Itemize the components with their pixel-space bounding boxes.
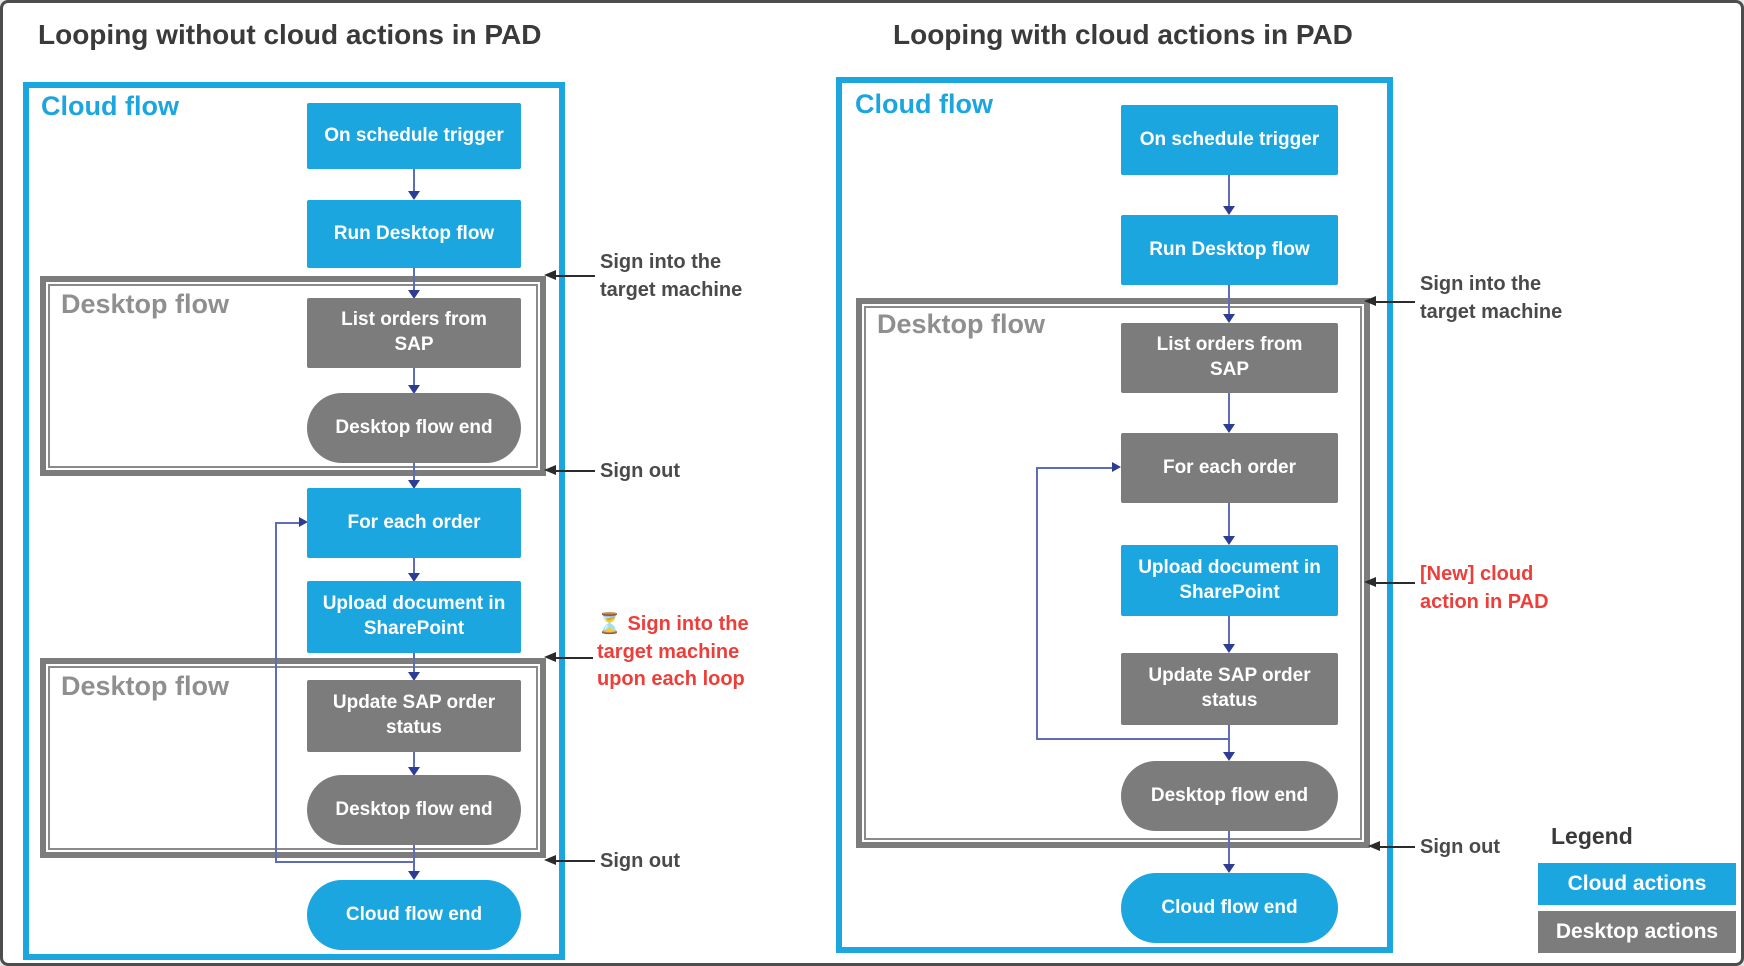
- annotation-arrow: [1375, 582, 1415, 584]
- left-cloud-flow-label: Cloud flow: [41, 91, 179, 121]
- right-desktop-flow-label: Desktop flow: [877, 309, 1046, 339]
- left-diagram-title: Looping without cloud actions in PAD: [38, 19, 542, 50]
- flow-connector: [413, 268, 415, 290]
- left-loop-line-vertical: [275, 522, 277, 863]
- annotation-arrowhead-icon: [1364, 296, 1376, 306]
- flow-arrowhead-icon: [408, 191, 420, 200]
- left-loop-arrowhead-icon: [299, 517, 308, 527]
- node-on-schedule-trigger: On schedule trigger: [1121, 105, 1338, 175]
- legend-item-desktop-actions: Desktop actions: [1538, 911, 1736, 953]
- node-update-sap-order-status: Update SAP order status: [1121, 653, 1338, 725]
- node-cloud-flow-end: Cloud flow end: [307, 880, 521, 950]
- left-cloud-flow-container: [23, 82, 565, 960]
- node-upload-document-sharepoint: Upload document in SharePoint: [1121, 545, 1338, 616]
- right-loop-line-vertical: [1036, 467, 1038, 740]
- annotation-arrow: [1379, 846, 1415, 848]
- annotation-sign-out-top: Sign out: [600, 460, 680, 482]
- right-desktop-flow-container: [856, 298, 1370, 848]
- left-loop-line-bottom: [275, 861, 414, 863]
- hourglass-icon: ⏳: [597, 613, 622, 635]
- flow-arrowhead-icon: [1223, 424, 1235, 433]
- flow-connector: [413, 558, 415, 573]
- annotation-sign-in-top: Sign into the target machine: [600, 251, 743, 301]
- flow-arrowhead-icon: [408, 480, 420, 489]
- annotation-new-cloud-action: [New] cloud action in PAD: [1420, 563, 1549, 613]
- node-desktop-flow-end-1: Desktop flow end: [307, 393, 521, 463]
- right-diagram-title: Looping with cloud actions in PAD: [893, 19, 1353, 50]
- flow-arrowhead-icon: [408, 767, 420, 776]
- flow-connector: [1228, 503, 1230, 537]
- flow-connector: [413, 752, 415, 767]
- node-run-desktop-flow: Run Desktop flow: [1121, 215, 1338, 285]
- flow-arrowhead-icon: [1223, 314, 1235, 323]
- node-for-each-order: For each order: [307, 488, 521, 558]
- left-loop-line-top: [277, 522, 299, 524]
- annotation-arrow: [555, 470, 595, 472]
- node-desktop-flow-end: Desktop flow end: [1121, 761, 1338, 831]
- flow-arrowhead-icon: [1223, 752, 1235, 761]
- left-desktop-flow-container-1: [40, 276, 546, 476]
- annotation-arrow: [1375, 301, 1415, 303]
- annotation-arrowhead-icon: [1368, 841, 1380, 851]
- left-desktop-flow-container-2: [40, 658, 546, 858]
- annotation-sign-out: Sign out: [1420, 836, 1500, 858]
- flow-connector: [413, 169, 415, 192]
- right-loop-line-top: [1038, 467, 1112, 469]
- annotation-arrow: [555, 860, 595, 862]
- node-desktop-flow-end-2: Desktop flow end: [307, 775, 521, 845]
- legend-title: Legend: [1551, 823, 1633, 849]
- flow-connector: [1228, 285, 1230, 315]
- annotation-arrowhead-icon: [544, 652, 556, 662]
- flow-arrowhead-icon: [1223, 864, 1235, 873]
- flow-arrowhead-icon: [1223, 536, 1235, 545]
- annotation-sign-in: Sign into the target machine: [1420, 273, 1563, 323]
- right-cloud-flow-container: [836, 77, 1393, 953]
- annotation-sign-in-loop-text: Sign into the target machine upon each l…: [597, 613, 749, 691]
- flow-connector: [1228, 393, 1230, 425]
- node-upload-document-sharepoint: Upload document in SharePoint: [307, 581, 521, 653]
- annotation-arrow: [555, 657, 593, 659]
- flow-connector: [413, 653, 415, 672]
- flow-arrowhead-icon: [1223, 206, 1235, 215]
- flow-arrowhead-icon: [1223, 644, 1235, 653]
- annotation-sign-in-loop: ⏳ Sign into the target machine upon each…: [597, 611, 765, 694]
- annotation-arrowhead-icon: [544, 270, 556, 280]
- legend-item-cloud-actions: Cloud actions: [1538, 863, 1736, 905]
- flow-connector: [1228, 725, 1230, 753]
- node-update-sap-order-status: Update SAP order status: [307, 680, 521, 752]
- node-run-desktop-flow: Run Desktop flow: [307, 200, 521, 268]
- node-list-orders-from-sap: List orders from SAP: [307, 298, 521, 368]
- left-desktop-flow-label-1: Desktop flow: [61, 289, 230, 319]
- annotation-arrowhead-icon: [544, 855, 556, 865]
- node-on-schedule-trigger: On schedule trigger: [307, 103, 521, 169]
- left-desktop-flow-label-2: Desktop flow: [61, 671, 230, 701]
- flow-connector: [413, 845, 415, 872]
- node-for-each-order: For each order: [1121, 433, 1338, 503]
- node-list-orders-from-sap: List orders from SAP: [1121, 323, 1338, 393]
- annotation-sign-out-bottom: Sign out: [600, 850, 680, 872]
- annotation-arrow: [555, 275, 595, 277]
- right-loop-line-bottom: [1036, 738, 1230, 740]
- flow-connector: [413, 368, 415, 385]
- annotation-arrowhead-icon: [544, 465, 556, 475]
- flow-arrowhead-icon: [408, 290, 420, 299]
- flow-arrowhead-icon: [408, 385, 420, 394]
- node-cloud-flow-end: Cloud flow end: [1121, 873, 1338, 943]
- right-cloud-flow-label: Cloud flow: [855, 89, 993, 119]
- flow-arrowhead-icon: [408, 672, 420, 681]
- flow-connector: [413, 463, 415, 480]
- flow-connector: [1228, 175, 1230, 207]
- right-loop-arrowhead-icon: [1112, 462, 1121, 472]
- flow-connector: [1228, 616, 1230, 645]
- annotation-arrowhead-icon: [1364, 577, 1376, 587]
- flow-connector: [1228, 831, 1230, 865]
- flow-arrowhead-icon: [408, 573, 420, 582]
- flow-arrowhead-icon: [408, 871, 420, 880]
